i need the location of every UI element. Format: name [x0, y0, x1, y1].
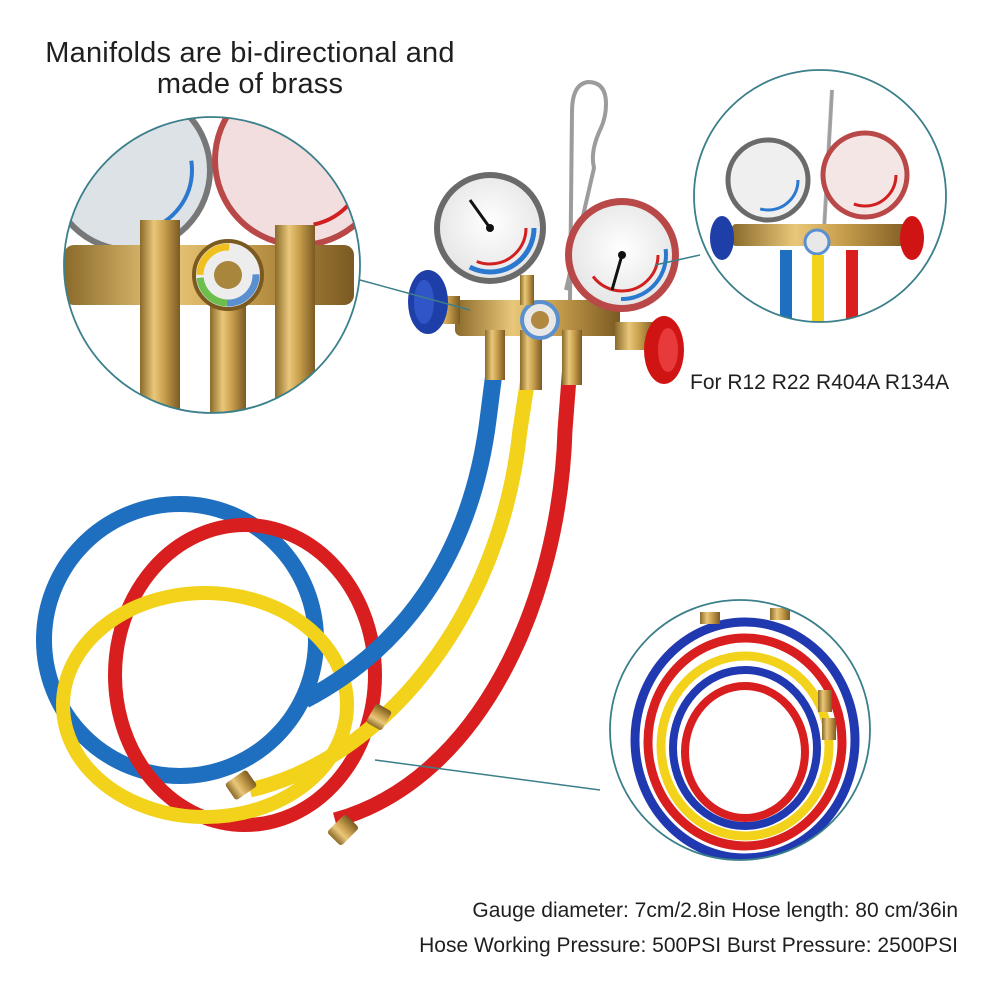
valve-knob-icon	[615, 316, 684, 384]
yellow-hose-coil	[56, 586, 354, 824]
callout-line-right	[654, 254, 701, 266]
red-hose-coil	[108, 518, 382, 832]
manifold-body	[455, 300, 620, 390]
red-hose	[332, 364, 578, 828]
blue-hose	[301, 363, 504, 708]
yellow-hose-connector	[225, 770, 257, 800]
headline-line-1: Manifolds are bi-directional and	[45, 37, 455, 69]
callout-line-hose	[374, 759, 601, 791]
hose-detail-inset	[609, 599, 871, 861]
pressure-gauge-icon	[565, 198, 679, 312]
hanging-hook-icon	[564, 79, 609, 301]
manifold-detail-inset	[63, 116, 361, 414]
manifold-gauge-set	[36, 79, 684, 846]
refrigerant-compatibility: For R12 R22 R404A R134A	[690, 371, 950, 394]
gauge-set-detail-inset	[693, 69, 947, 323]
callout-line-left	[359, 279, 471, 311]
red-hose-connector-2	[366, 704, 392, 730]
yellow-hose	[248, 363, 538, 798]
headline-line-2: made of brass	[156, 68, 344, 100]
headline: Manifolds are bi-directional and made of…	[20, 38, 480, 100]
pressure-gauge-icon	[434, 172, 546, 305]
coiled-hoses	[36, 363, 578, 846]
spec-gauge-hose-length: Gauge diameter: 7cm/2.8in Hose length: 8…	[472, 899, 958, 922]
red-hose-connector	[327, 814, 359, 846]
spec-pressure: Hose Working Pressure: 500PSI Burst Pres…	[419, 934, 958, 957]
valve-knob-icon	[408, 270, 460, 334]
